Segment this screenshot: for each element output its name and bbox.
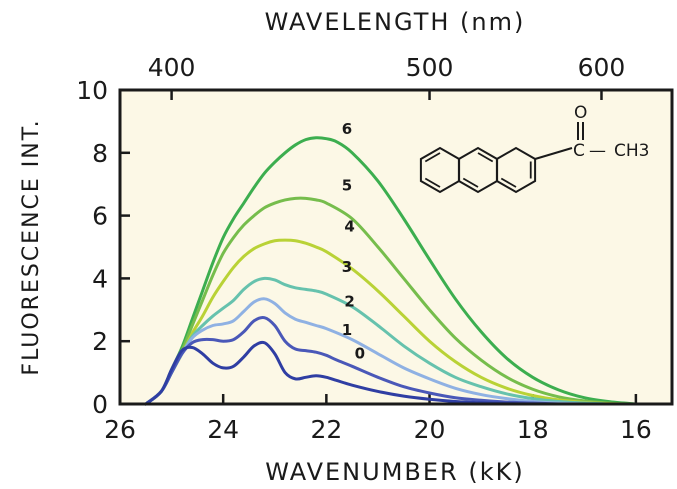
y-tick-label: 10 — [76, 76, 108, 105]
plot-background — [120, 90, 672, 404]
series-line-4 — [144, 238, 628, 406]
series-line-3 — [144, 276, 612, 406]
carbonyl-carbon-label: C — [573, 141, 585, 161]
series-line-0 — [144, 340, 535, 406]
plot-frame — [118, 88, 674, 406]
series-line-5 — [144, 196, 638, 406]
anthracene-rings — [419, 122, 584, 194]
x-tick-label: 22 — [310, 415, 342, 444]
substituent-bond — [534, 147, 573, 160]
curve-label-6: 6 — [342, 120, 352, 138]
x-tick-label: 18 — [517, 415, 549, 444]
curve-label-3: 3 — [342, 258, 352, 276]
y-tick-label: 2 — [92, 327, 108, 356]
curve-labels-layer: 01 2 3 4 5 6 — [342, 120, 365, 363]
x2-tick-label: 400 — [148, 53, 196, 82]
top-axis-title: WAVELENGTH (nm) — [265, 8, 526, 36]
series-line-2 — [144, 297, 586, 406]
bond-dash-label: — — [589, 141, 606, 161]
curve-label-4: 4 — [344, 217, 354, 235]
y-tick-label: 8 — [92, 139, 108, 168]
series-line-1 — [144, 315, 560, 406]
double-bond-line — [500, 177, 517, 188]
x-tick-label: 26 — [104, 415, 136, 444]
double-bond-line — [424, 177, 441, 188]
y-tick-label: 4 — [92, 264, 108, 293]
double-bond-line — [424, 152, 441, 163]
y-axis-title: FLUORESCENCE INT. — [19, 118, 44, 375]
bottom-axis-title: WAVENUMBER (kK) — [265, 458, 524, 486]
x2-tick-label: 500 — [406, 53, 454, 82]
series-line-6 — [144, 136, 638, 406]
x-tick-label: 24 — [207, 415, 239, 444]
curve-label-5: 5 — [342, 176, 352, 194]
x2-tick-label: 600 — [578, 53, 626, 82]
curve-label-1: 1 — [342, 321, 352, 339]
double-bond-line — [477, 152, 494, 163]
y-tick-label: 0 — [92, 390, 108, 419]
methyl-group-label: CH3 — [614, 141, 649, 161]
curve-label-0: 0 — [355, 344, 365, 362]
carbonyl-oxygen-label: O — [574, 103, 587, 123]
x-tick-label: 20 — [414, 415, 446, 444]
molecule-structure-diagram: O C — CH3 — [419, 103, 649, 194]
double-bond-line — [462, 177, 479, 188]
curves-layer — [144, 136, 638, 406]
curve-label-2: 2 — [344, 293, 354, 311]
x-tick-label: 16 — [620, 415, 652, 444]
y-tick-label: 6 — [92, 202, 108, 231]
